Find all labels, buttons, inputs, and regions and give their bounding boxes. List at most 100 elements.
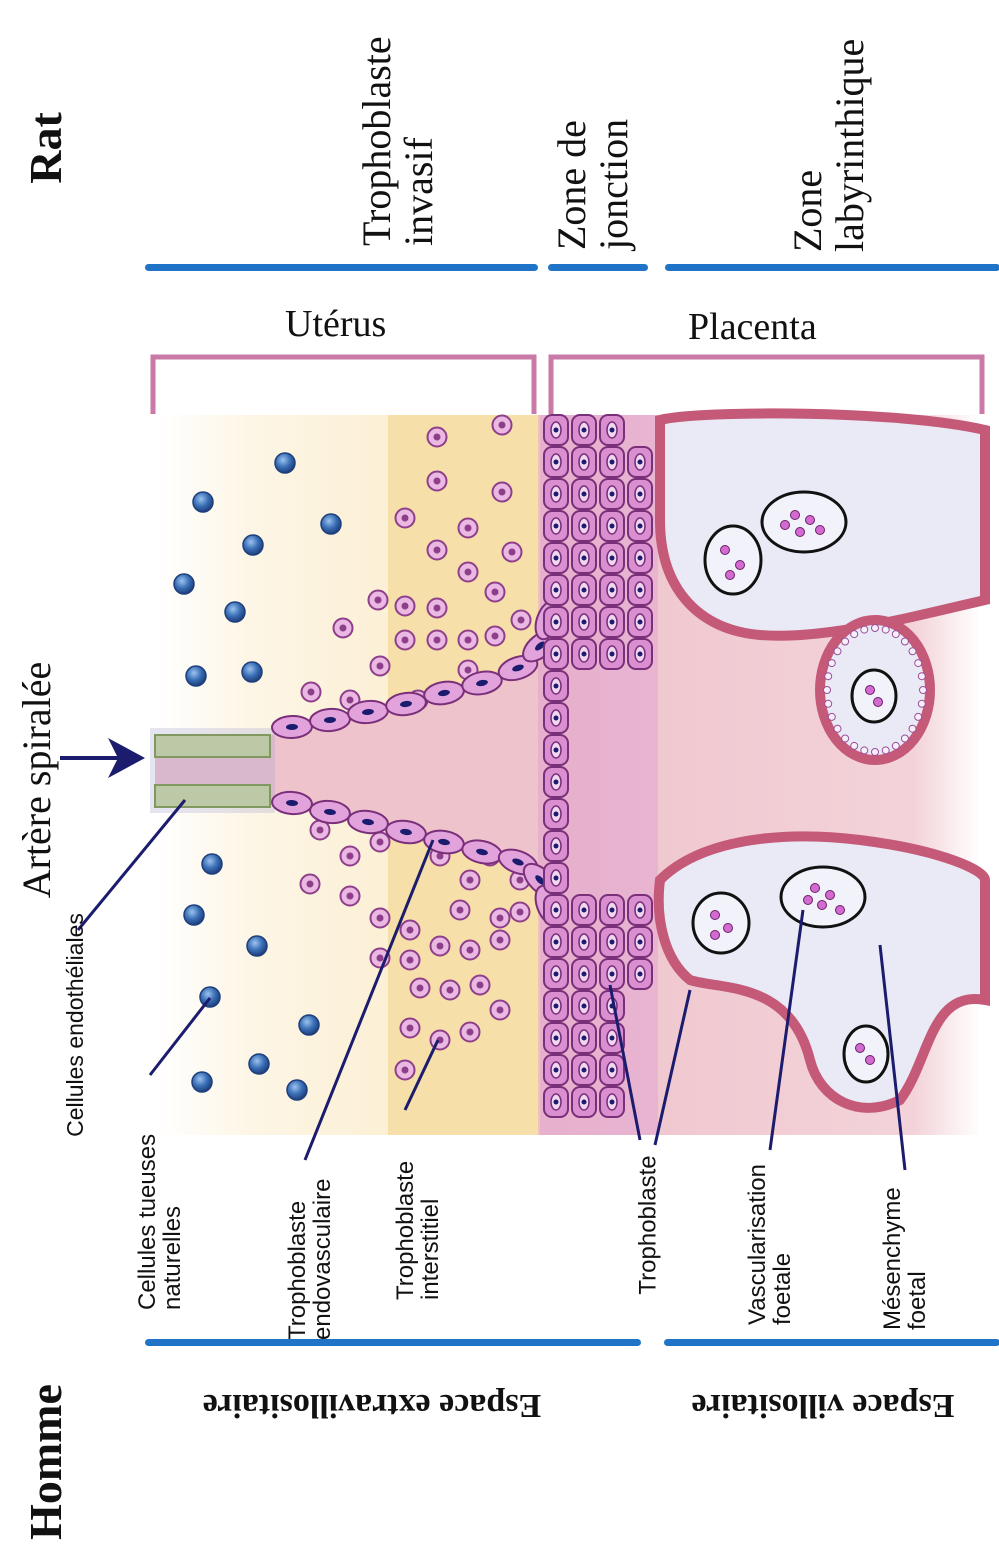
trophoblast-nucleus bbox=[638, 620, 643, 625]
nk-cell bbox=[247, 936, 267, 956]
trophoblast-nucleus bbox=[554, 940, 559, 945]
trophoblast-nucleus bbox=[610, 460, 615, 465]
trophoblast-nucleus bbox=[582, 1068, 587, 1073]
trophoblast-nucleus bbox=[317, 827, 324, 834]
fetal-blood-cell bbox=[866, 1056, 875, 1065]
trophoblast-nucleus bbox=[517, 909, 524, 916]
villus-trophoblast bbox=[918, 700, 925, 707]
trophoblast-nucleus bbox=[554, 748, 559, 753]
fetal-vessel bbox=[705, 526, 761, 594]
trophoblast-nucleus bbox=[434, 605, 441, 612]
trophoblast-nucleus bbox=[582, 908, 587, 913]
trophoblast-nucleus bbox=[465, 667, 472, 674]
fetal-blood-cell bbox=[816, 526, 825, 535]
trophoblast-nucleus bbox=[610, 652, 615, 657]
villus-trophoblast bbox=[872, 749, 879, 756]
trophoblast-nucleus bbox=[437, 943, 444, 950]
fetal-vasc-line2: foetale bbox=[770, 1145, 795, 1325]
fetal-blood-cell bbox=[724, 924, 733, 933]
trophoblast-nucleus bbox=[497, 915, 504, 922]
trophoblast-nucleus bbox=[610, 940, 615, 945]
villus-trophoblast bbox=[861, 747, 868, 754]
trophoblast-nucleus bbox=[457, 907, 464, 914]
fetal-vessel bbox=[781, 867, 865, 927]
endovascular-line2: endovasculaire bbox=[310, 1140, 335, 1340]
nk-cell bbox=[321, 514, 341, 534]
trophoblast-nucleus bbox=[554, 1068, 559, 1073]
trophoblast-nucleus bbox=[434, 478, 441, 485]
trophoblast-nucleus bbox=[554, 1004, 559, 1009]
trophoblast-nucleus bbox=[610, 428, 615, 433]
trophoblast-nucleus bbox=[497, 1007, 504, 1014]
interstitial-line1: Trophoblaste bbox=[393, 1140, 418, 1300]
trophoblast-nucleus bbox=[554, 524, 559, 529]
nk-cell bbox=[192, 1072, 212, 1092]
villus-trophoblast bbox=[861, 626, 868, 633]
villus-trophoblast bbox=[828, 713, 835, 720]
fetal-blood-cell bbox=[711, 931, 720, 940]
villus-trophoblast bbox=[851, 631, 858, 638]
trophoblast-nucleus bbox=[402, 637, 409, 644]
trophoblast-nucleus bbox=[377, 839, 384, 846]
fetal-vessel bbox=[693, 893, 749, 953]
nk-cell bbox=[242, 662, 262, 682]
fetal-blood-cell bbox=[796, 528, 805, 537]
trophoblast-nucleus bbox=[638, 460, 643, 465]
trophoblast-nucleus bbox=[610, 1100, 615, 1105]
trophoblast-nucleus bbox=[307, 881, 314, 888]
trophoblast-nucleus bbox=[554, 716, 559, 721]
villous-space-label: Espace villositaire bbox=[692, 1386, 955, 1424]
trophoblast-nucleus bbox=[638, 652, 643, 657]
nk-cell bbox=[186, 666, 206, 686]
endothelial-cells-label: Cellules endothéliales bbox=[63, 913, 87, 1137]
fetal-blood-cell bbox=[856, 1044, 865, 1053]
villus-trophoblast bbox=[872, 625, 879, 632]
trophoblast-nucleus bbox=[610, 1068, 615, 1073]
nk-cell bbox=[249, 1054, 269, 1074]
nk-cell bbox=[287, 1080, 307, 1100]
villus-trophoblast bbox=[828, 660, 835, 667]
villus-trophoblast bbox=[834, 648, 841, 655]
trophoblast-nucleus bbox=[497, 937, 504, 944]
trophoblast-nucleus bbox=[554, 844, 559, 849]
villus-trophoblast bbox=[909, 648, 916, 655]
nk-cell bbox=[225, 602, 245, 622]
trophoblast-nucleus bbox=[347, 697, 354, 704]
interstitial-trophoblast-label: Trophoblaste interstitiel bbox=[393, 1140, 443, 1300]
artery-arrow bbox=[60, 738, 145, 778]
trophoblast-nucleus bbox=[638, 972, 643, 977]
artery-spiral-label: Artère spiralée bbox=[16, 662, 58, 899]
trophoblast-nucleus bbox=[407, 957, 414, 964]
trophoblast-nucleus bbox=[582, 1036, 587, 1041]
villus-trophoblast bbox=[842, 638, 849, 645]
trophoblast-nucleus bbox=[517, 877, 524, 884]
trophoblast-nucleus bbox=[554, 492, 559, 497]
trophoblast-nucleus bbox=[492, 589, 499, 596]
extravillous-space-label: Espace extravillositaire bbox=[203, 1386, 541, 1424]
trophoblast-nucleus bbox=[492, 633, 499, 640]
fetal-blood-cell bbox=[726, 571, 735, 580]
trophoblast-nucleus bbox=[554, 684, 559, 689]
trophoblast-nucleus bbox=[554, 812, 559, 817]
trophoblast-nucleus bbox=[554, 428, 559, 433]
fetal-blood-cell bbox=[806, 516, 815, 525]
trophoblast-nucleus bbox=[347, 893, 354, 900]
trophoblast-nucleus bbox=[638, 940, 643, 945]
trophoblast-nucleus bbox=[582, 524, 587, 529]
human-bar-extravillous bbox=[145, 1339, 641, 1346]
trophoblast-nucleus bbox=[582, 620, 587, 625]
fetal-vessel bbox=[852, 670, 896, 722]
trophoblast-nucleus bbox=[554, 588, 559, 593]
trophoblast-nucleus bbox=[638, 588, 643, 593]
trophoblast-nucleus bbox=[554, 652, 559, 657]
trophoblast-nucleus bbox=[554, 1100, 559, 1105]
fetal-mesenchyme-label: Mésenchyme foetal bbox=[880, 1180, 930, 1330]
villus-trophoblast bbox=[909, 725, 916, 732]
fetal-vessel bbox=[844, 1026, 888, 1082]
trophoblast-nucleus bbox=[499, 489, 506, 496]
trophoblast-nucleus bbox=[638, 524, 643, 529]
trophoblast-nucleus bbox=[638, 492, 643, 497]
endovascular-trophoblast-label: Trophoblaste endovasculaire bbox=[285, 1140, 335, 1340]
fetal-blood-cell bbox=[866, 686, 875, 695]
trophoblast-nucleus bbox=[340, 625, 347, 632]
